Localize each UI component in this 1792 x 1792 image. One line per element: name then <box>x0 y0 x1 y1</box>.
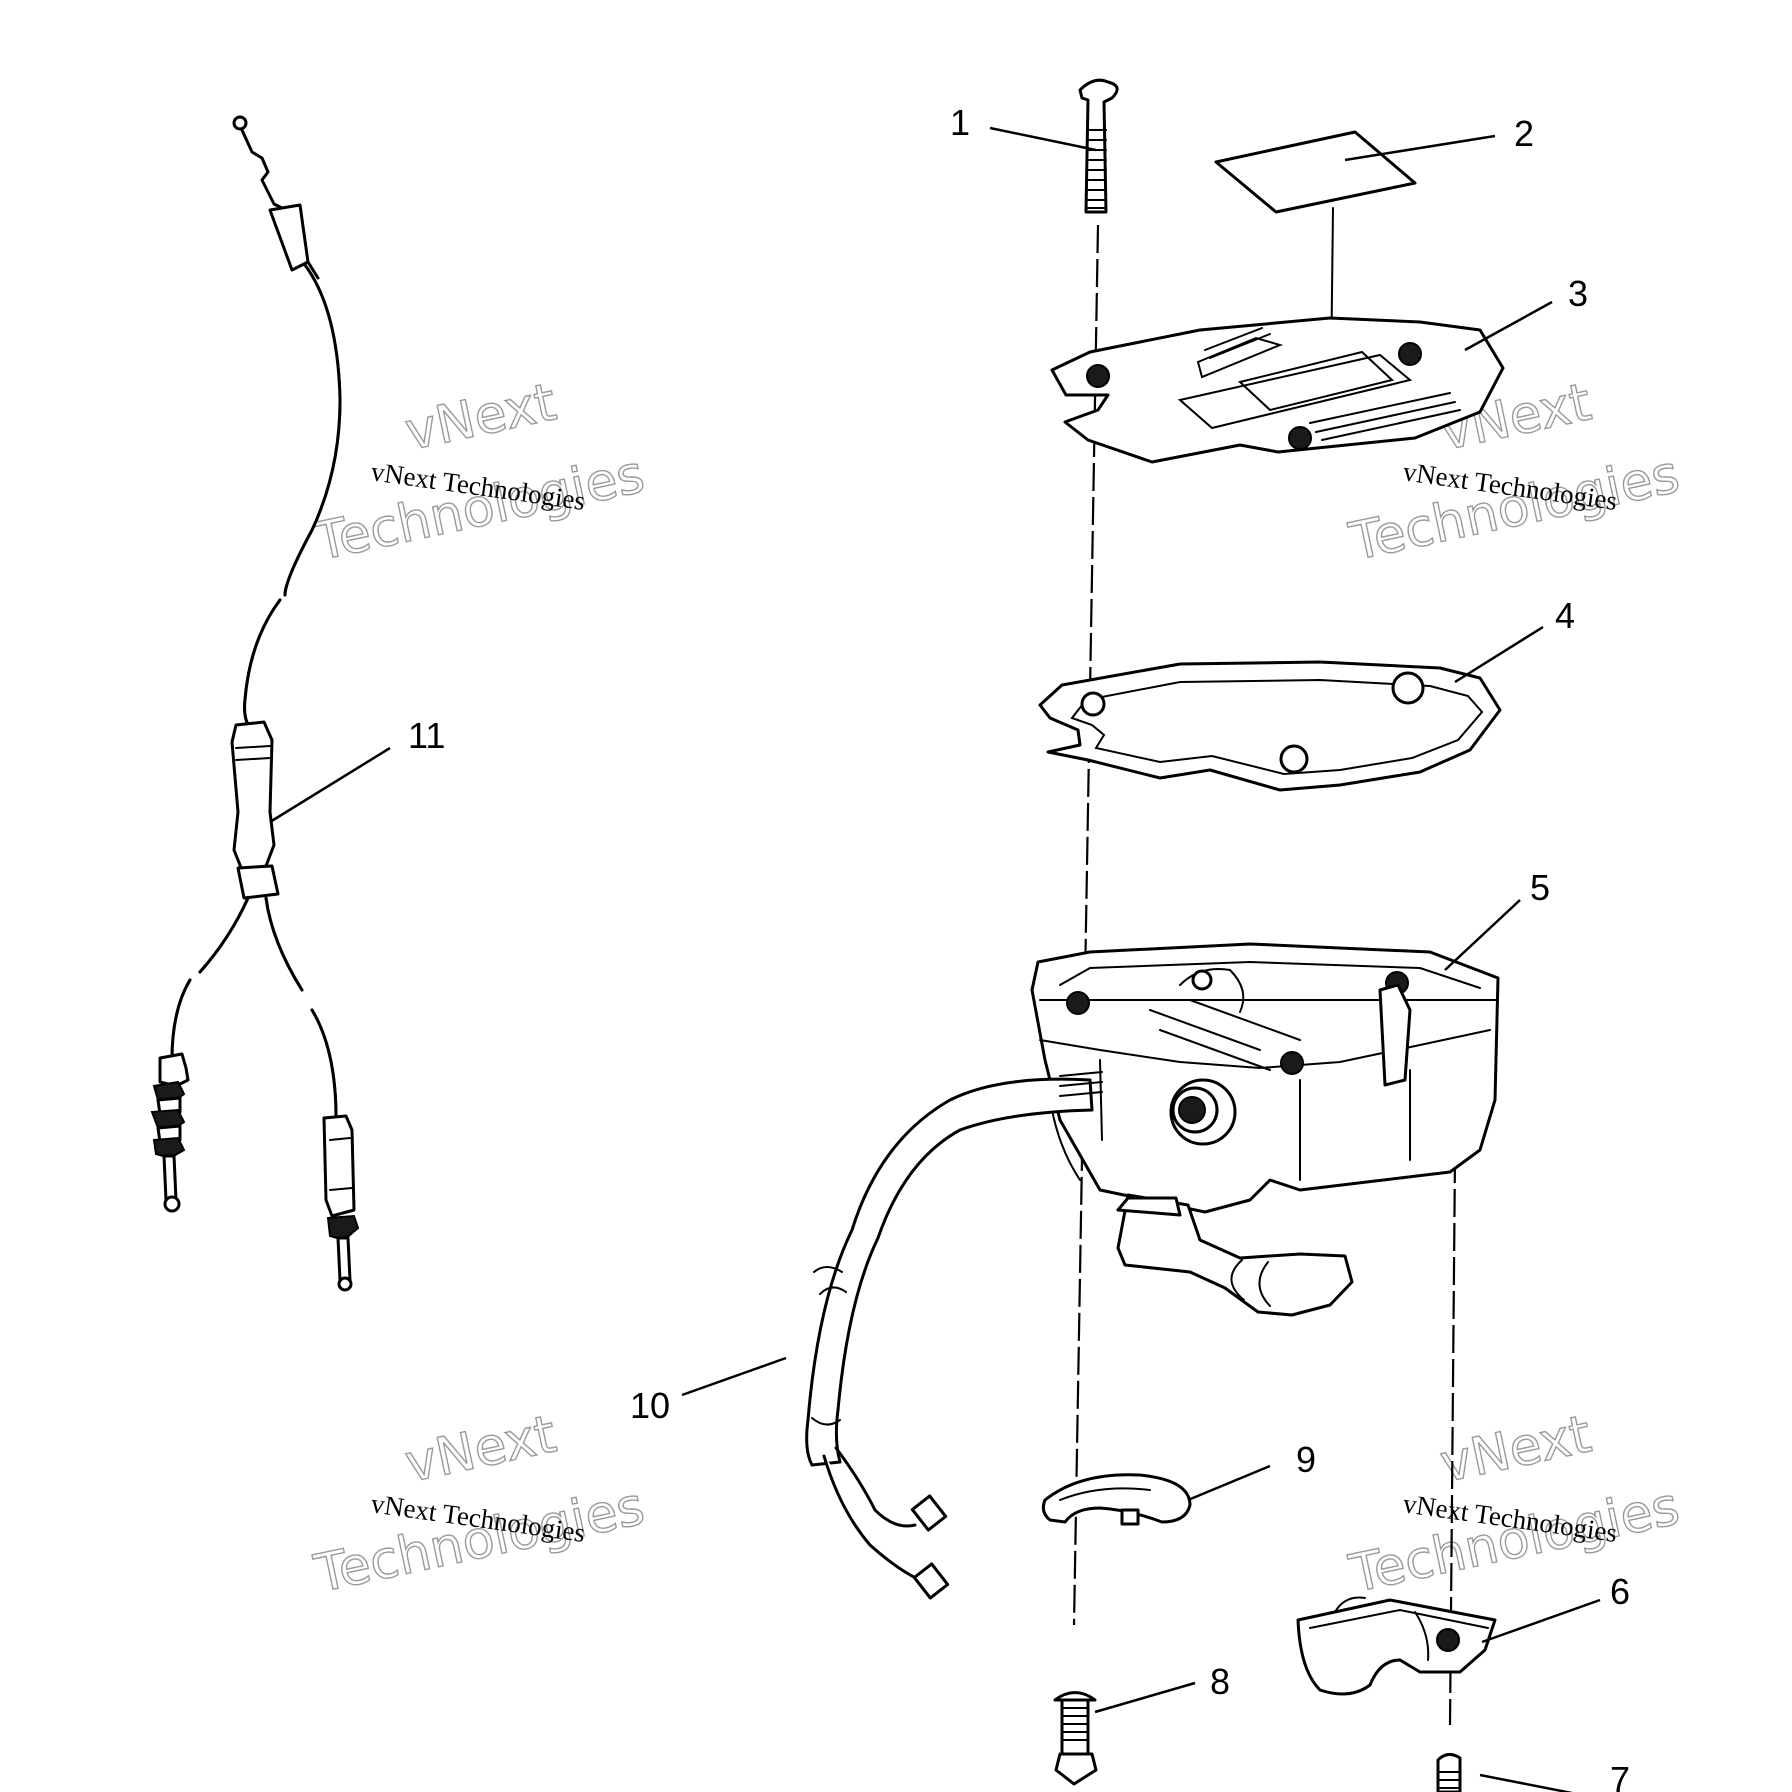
callout-2: 2 <box>1514 113 1534 154</box>
assembly-axis-left <box>1072 224 1100 1626</box>
part-4-gasket <box>1038 660 1502 792</box>
svg-text:Technologies: Technologies <box>309 445 649 573</box>
callout-1: 1 <box>950 102 970 143</box>
part-2-decal <box>1214 130 1417 214</box>
callout-10: 10 <box>630 1385 670 1426</box>
leader-lines <box>269 126 1601 1792</box>
part-11-throttle-cable <box>150 115 360 1292</box>
part-10-wire-harness <box>805 1071 1103 1600</box>
part-3-cover <box>1050 316 1505 464</box>
callout-5: 5 <box>1530 867 1550 908</box>
callout-labels: 1 2 3 4 5 6 7 8 9 10 11 <box>408 102 1630 1792</box>
assembly-axis-right <box>1448 1154 1457 1726</box>
callout-9: 9 <box>1296 1439 1316 1480</box>
callout-3: 3 <box>1568 273 1588 314</box>
watermark-bottom-left: vNext Technologies vNext Technologies <box>309 1404 651 1606</box>
part-7-screw <box>1436 1753 1462 1792</box>
watermark-bottom-right: vNext Technologies vNext Technologies <box>1344 1404 1686 1606</box>
svg-text:Technologies: Technologies <box>1344 1477 1684 1605</box>
callout-8: 8 <box>1210 1661 1230 1702</box>
callout-6: 6 <box>1610 1571 1630 1612</box>
callout-7: 7 <box>1610 1759 1630 1792</box>
watermark-top-left: vNext Technologies vNext Technologies <box>309 372 651 574</box>
part-6-clamp <box>1296 1596 1497 1696</box>
callout-11: 11 <box>408 715 445 756</box>
svg-text:vNext: vNext <box>400 1404 561 1494</box>
svg-text:Technologies: Technologies <box>309 1477 649 1605</box>
svg-text:vNext: vNext <box>1435 1404 1596 1494</box>
callout-4: 4 <box>1555 595 1575 636</box>
svg-text:vNext: vNext <box>400 372 561 462</box>
part-9-clip <box>1041 1473 1192 1526</box>
svg-text:Technologies: Technologies <box>1344 445 1684 573</box>
part-5-housing <box>1030 942 1500 1317</box>
part-8-bolt <box>1053 1691 1098 1786</box>
part-1-screw <box>1078 78 1119 214</box>
